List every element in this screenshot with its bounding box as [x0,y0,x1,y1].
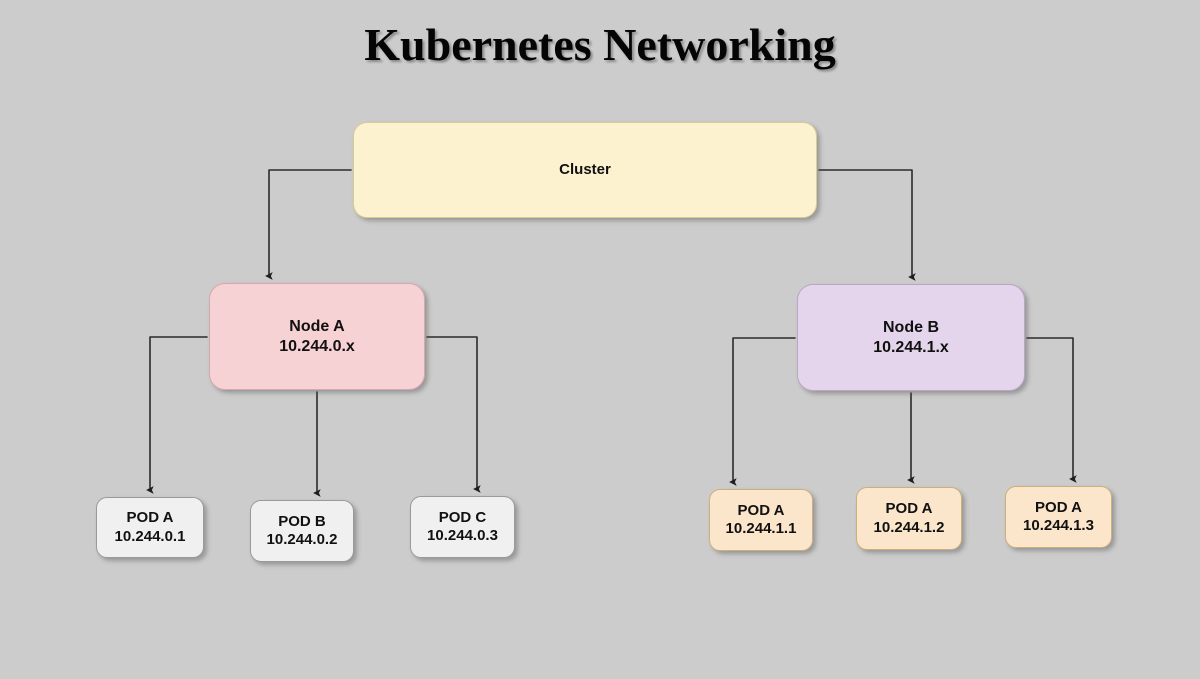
edge-node_a-to-pod_a_1 [146,336,208,494]
pod-label: POD B [278,512,326,530]
node-node-a-sublabel: 10.244.0.x [279,337,355,355]
pod-label: POD C [438,508,487,526]
pod-label: POD A [126,509,174,527]
pod-ip: 10.244.1.2 [873,518,945,536]
node-node-b[interactable]: Node B 10.244.1.x [797,284,1025,391]
pod-box[interactable]: POD C 10.244.0.3 [410,496,515,558]
edge-node_a-to-pod_a_3 [426,336,481,493]
pod-ip: 10.244.0.2 [266,531,338,548]
node-node-b-sublabel: 10.244.1.x [873,338,949,356]
pod-box[interactable]: POD A 10.244.1.1 [709,489,813,551]
pod-ip: 10.244.1.1 [725,520,797,537]
pod-label: POD A [1035,498,1082,516]
pod-box[interactable]: POD B 10.244.0.2 [250,500,354,562]
pod-ip: 10.244.1.3 [1023,517,1094,534]
pod-box[interactable]: POD A 10.244.0.1 [96,497,204,558]
node-cluster-label: Cluster [559,160,611,178]
node-node-b-label: Node B [883,318,939,336]
pod-ip: 10.244.0.3 [427,527,498,544]
edge-node_b-to-pod_b_3 [1026,337,1077,483]
pod-box[interactable]: POD A 10.244.1.2 [856,487,962,550]
pod-label: POD A [885,500,933,518]
page-title: Kubernetes Networking [364,19,836,70]
node-cluster[interactable]: Cluster [353,122,817,218]
edge-node_b-to-pod_b_1 [729,337,796,486]
pod-ip: 10.244.0.1 [114,527,186,545]
node-node-a[interactable]: Node A 10.244.0.x [209,283,425,390]
pod-box[interactable]: POD A 10.244.1.3 [1005,486,1112,548]
pod-label: POD A [737,501,785,519]
edge-cluster-to-node_b [818,169,916,281]
edge-cluster-to-node_a [265,169,352,280]
node-node-a-label: Node A [289,317,345,335]
